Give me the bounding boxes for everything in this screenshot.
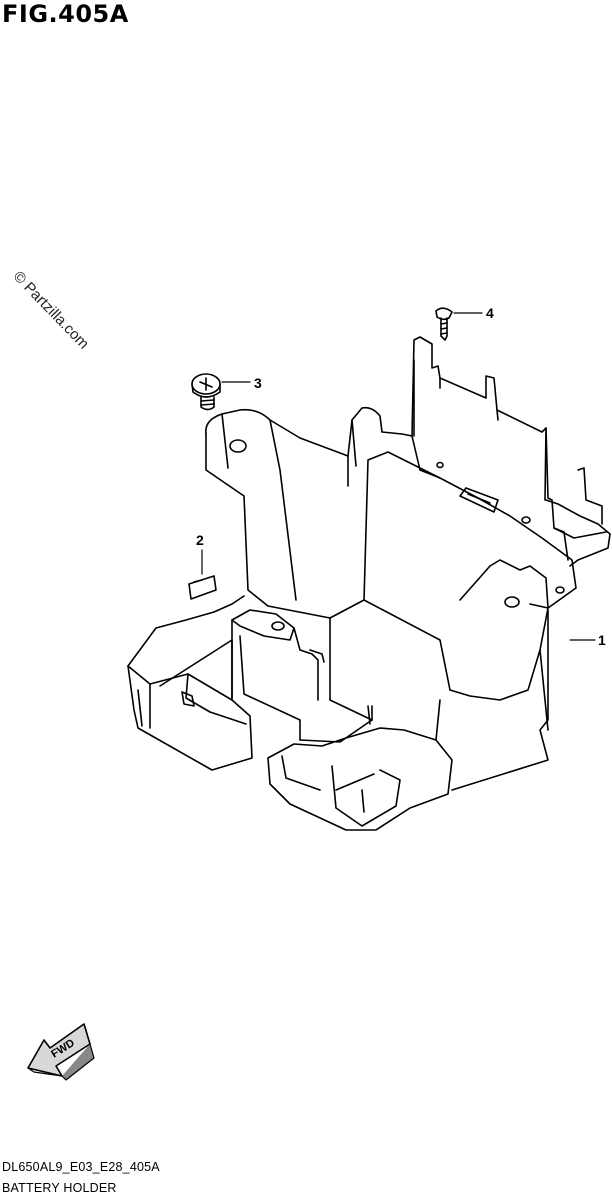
callout-1[interactable]: 1 [598,632,606,648]
diagram-code: DL650AL9_E03_E28_405A [2,1160,160,1174]
leader-lines [201,312,596,641]
part-2-pad[interactable] [188,575,217,600]
fwd-arrow-icon: FWD [27,1023,95,1081]
part-3-bolt[interactable] [191,373,221,411]
part-1-battery-holder[interactable] [127,336,611,831]
callout-2[interactable]: 2 [196,532,204,548]
figure-title: FIG.405A [2,0,129,28]
diagram-name: BATTERY HOLDER [2,1181,117,1195]
part-4-screw[interactable] [435,307,453,341]
callout-3[interactable]: 3 [254,375,262,391]
callout-4[interactable]: 4 [486,305,494,321]
